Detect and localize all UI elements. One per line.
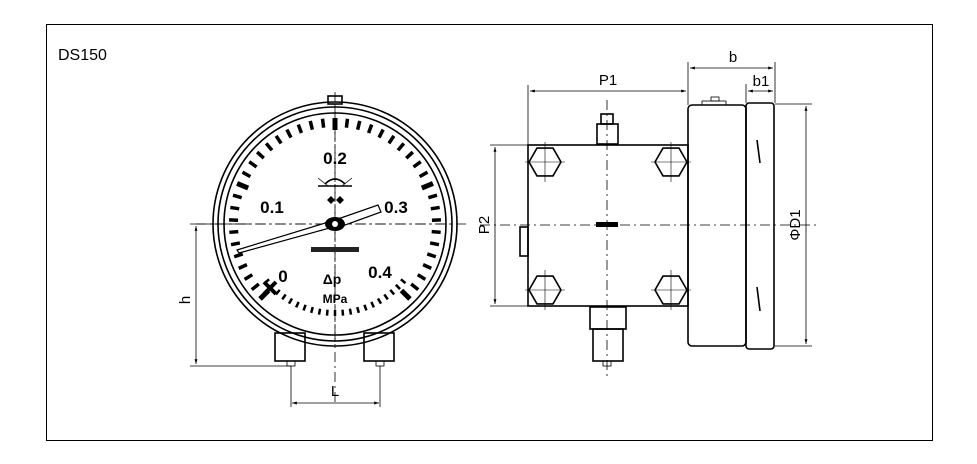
static-pressure-tick <box>281 293 287 301</box>
dimension-P2: P2 <box>476 216 493 234</box>
static-pressure-tick <box>294 301 300 308</box>
accuracy-symbol <box>317 177 353 204</box>
static-pressure-tick <box>376 297 383 305</box>
dial-tick <box>230 205 240 211</box>
gauge-case-side <box>687 104 747 347</box>
dial-tick <box>418 170 429 179</box>
dial-tick <box>426 252 437 259</box>
dial-tick <box>255 150 265 160</box>
dimension-P1: P1 <box>599 72 617 89</box>
dial-tick <box>308 120 315 131</box>
gauge-front-view: 0.2 0.1 0.3 0 0.4 Δp MPa h <box>177 92 470 407</box>
dial-tick <box>320 118 326 128</box>
scale-label-0.4: 0.4 <box>368 263 392 282</box>
dial-tick <box>355 120 362 131</box>
dial-tick <box>274 134 283 145</box>
static-pressure-tick <box>317 308 322 315</box>
dial-tick <box>396 142 406 152</box>
dimension-L: L <box>331 383 339 400</box>
dial-tick <box>410 282 420 291</box>
scale-label-0.2: 0.2 <box>323 149 347 168</box>
static-pressure-tick <box>309 306 314 314</box>
center-mark <box>596 222 618 227</box>
dial-tick <box>405 150 415 160</box>
dial-tick <box>427 193 438 200</box>
dial-tick <box>238 263 248 270</box>
dimension-b1: b1 <box>753 73 770 90</box>
unit-label: MPa <box>323 292 348 306</box>
dial-tick <box>236 181 250 191</box>
static-pressure-tick <box>302 304 307 311</box>
dial-tick <box>233 252 244 259</box>
dial-tick <box>399 288 412 301</box>
static-pressure-tick <box>341 309 345 316</box>
dial-tick <box>243 273 254 281</box>
delta-p-symbol: Δp <box>323 271 342 287</box>
static-pressure-tick <box>348 308 353 315</box>
dial-tick <box>250 282 260 291</box>
dimension-b: b <box>729 49 737 66</box>
hex-bolts <box>525 142 691 310</box>
scale-label-0.1: 0.1 <box>260 198 284 217</box>
gauge-side-view: P1 b b1 P2 ΦD1 <box>476 49 820 380</box>
dial-tick <box>420 181 434 191</box>
static-pressure-tick <box>389 289 396 296</box>
dial-tick <box>430 205 440 211</box>
dial-tick <box>248 160 258 169</box>
dial-tick <box>285 128 293 139</box>
dial-tick <box>230 241 241 247</box>
static-pressure-tick <box>363 304 368 311</box>
gauge-bezel-side <box>745 102 775 350</box>
static-pressure-tick <box>394 283 401 290</box>
dimension-h: h <box>177 296 194 304</box>
bottom-connector <box>589 306 627 330</box>
dial-tick <box>241 170 252 179</box>
gauge-pointer <box>236 204 382 254</box>
scale-label-0.3: 0.3 <box>384 198 408 217</box>
static-pressure-tick <box>325 309 329 316</box>
dial-tick <box>387 134 396 145</box>
dial-tick <box>232 193 243 200</box>
dial-tick <box>416 273 427 281</box>
dial-tick <box>366 123 374 134</box>
dimension-D1: ΦD1 <box>787 209 804 240</box>
dial-tick <box>431 229 441 235</box>
dial-tick <box>264 142 274 152</box>
zero-adjust-mark <box>262 280 278 296</box>
dial-tick <box>296 123 304 134</box>
dial-tick <box>377 128 385 139</box>
scale-label-0: 0 <box>278 267 287 286</box>
dial-ticks <box>229 118 441 316</box>
static-pressure-tick <box>370 301 376 308</box>
max-static-pressure-text <box>311 247 359 252</box>
dial-tick <box>229 229 239 235</box>
static-pressure-tick <box>383 293 389 301</box>
static-pressure-tick <box>274 289 281 296</box>
drawing-frame <box>46 24 933 441</box>
static-pressure-tick <box>287 297 294 305</box>
dial-tick <box>344 118 350 128</box>
dial-tick <box>422 263 432 270</box>
dial-tick <box>412 160 422 169</box>
static-pressure-tick <box>400 278 407 285</box>
static-pressure-tick <box>356 306 361 314</box>
dial-tick <box>429 241 440 247</box>
model-label: DS150 <box>58 47 107 64</box>
